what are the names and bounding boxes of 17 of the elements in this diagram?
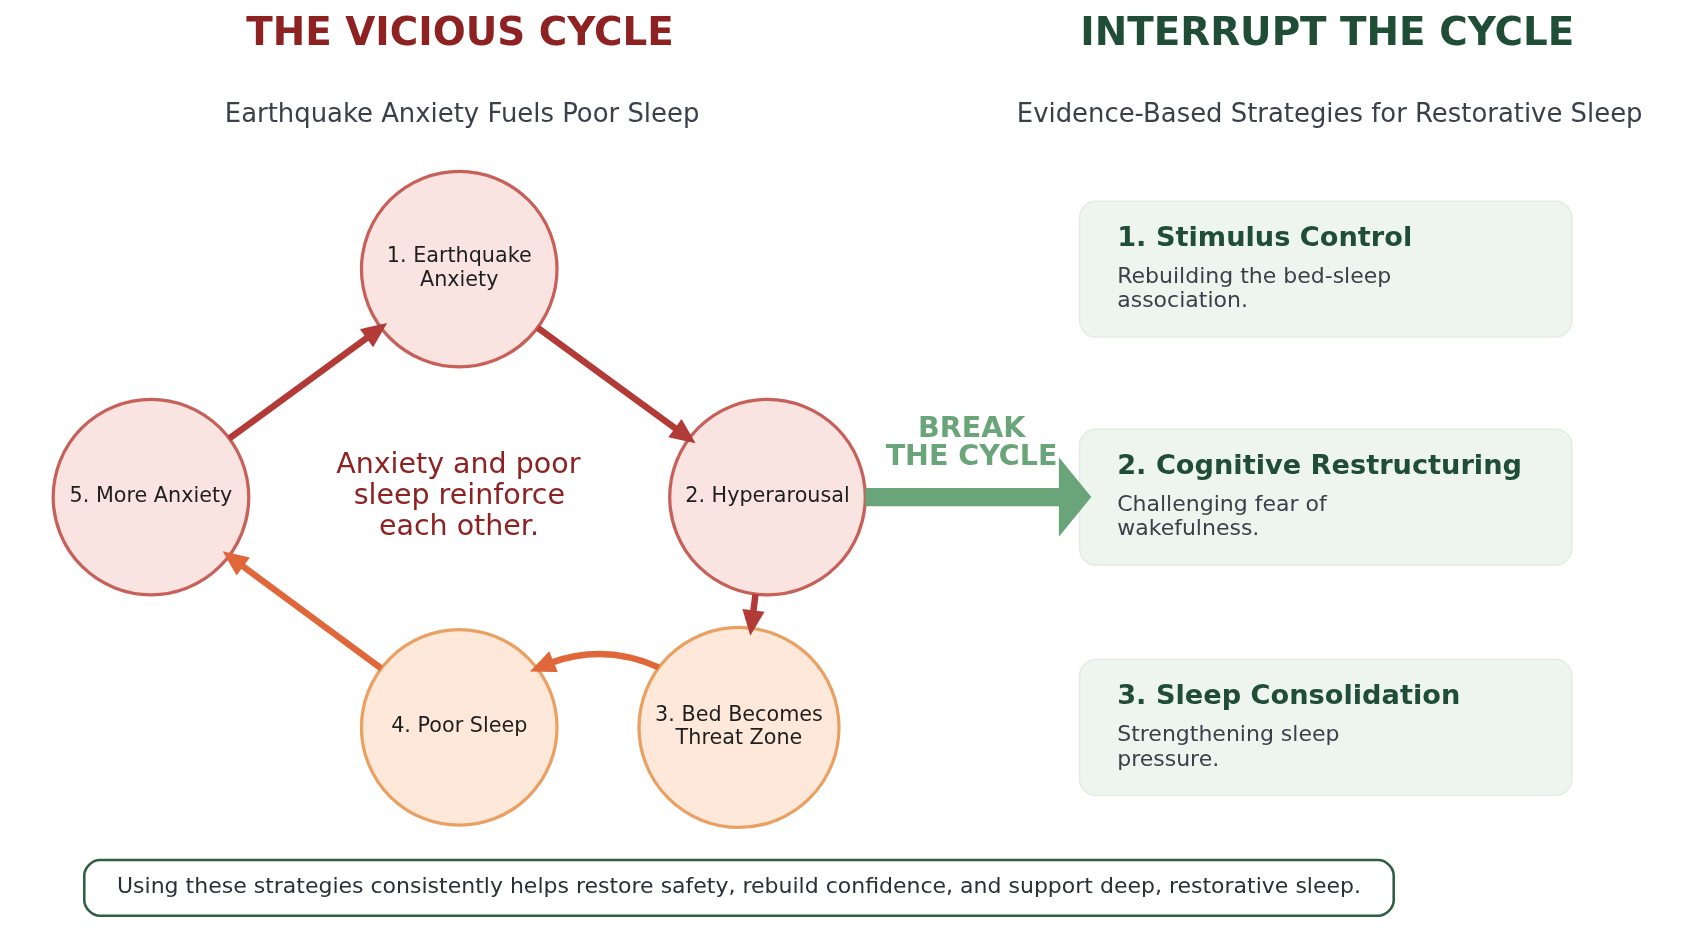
label: Anxiety and poor sleep reinforce each other. (336, 447, 581, 543)
label: Earthquake Anxiety Fuels Poor Sleep (224, 98, 700, 129)
node-box: 1. Stimulus Control Rebuilding the bed-sleep association. (1079, 200, 1573, 338)
label: Evidence-Based Strategies for Restorative Sleep (1016, 98, 1643, 129)
label: THE VICIOUS CYCLE (246, 9, 674, 55)
node-box: 3. Sleep Consolidation Strengthening sleep pressure. (1079, 658, 1573, 797)
node-box: Using these strategies consistently helps restore safety, rebuild confidence, and support deep, restorative sleep. (82, 858, 1396, 917)
arrow (742, 593, 765, 636)
node-box: 2. Cognitive Restructuring Challenging fear of wakefulness. (1079, 428, 1573, 566)
arrow (865, 457, 1092, 537)
label: INTERRUPT THE CYCLE (1080, 9, 1575, 55)
edge-label: BREAK THE CYCLE (885, 410, 1058, 473)
node-circle: 3. Bed Becomes Threat Zone (637, 625, 841, 830)
arrow (227, 323, 388, 442)
arrow (535, 325, 696, 444)
arrow (222, 551, 384, 672)
arrow (529, 650, 660, 673)
